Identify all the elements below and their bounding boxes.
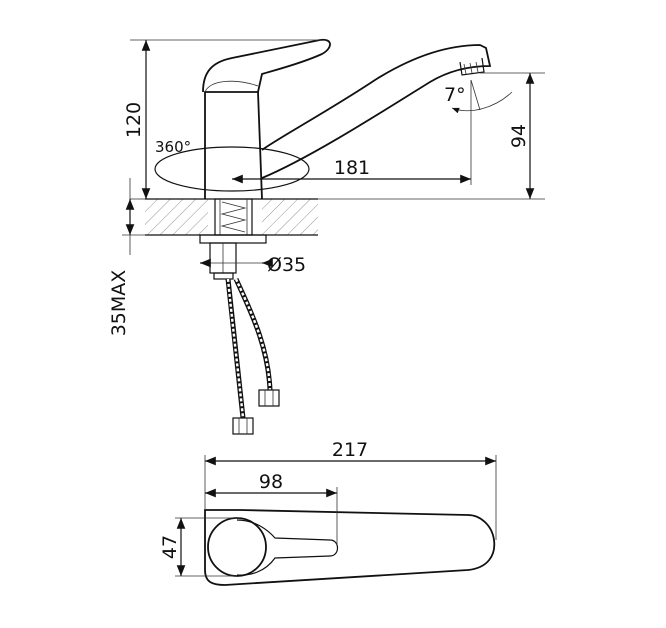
flexible-hoses (225, 277, 280, 435)
label-max-thickness: 35MAX (108, 270, 130, 337)
countertop (145, 198, 318, 236)
dim-max-thickness: 35MAX (108, 178, 145, 336)
dim-overall-length: 217 (204, 439, 497, 540)
faucet-body (202, 38, 492, 200)
label-overall-length: 217 (332, 439, 368, 461)
label-spout-reach: 181 (334, 157, 370, 179)
dim-height-total: 120 (123, 39, 322, 200)
dim-hole-diameter: Ø35 (200, 254, 306, 276)
label-spout-tilt: 7° (444, 84, 466, 106)
mounting-assembly (199, 198, 267, 280)
dim-body-width: 47 (159, 517, 240, 577)
dim-handle-length: 98 (205, 471, 338, 545)
label-hole-diameter: Ø35 (267, 254, 306, 276)
swivel-ellipse (154, 146, 310, 192)
label-handle-length: 98 (259, 471, 283, 493)
label-body-width: 47 (159, 535, 181, 559)
label-swivel-angle: 360° (155, 138, 191, 156)
dim-spout-tilt: 7° (444, 79, 513, 114)
dim-spout-reach: 181 (232, 80, 472, 185)
top-view: 217 98 47 (159, 439, 497, 586)
label-spout-height: 94 (508, 124, 530, 148)
dim-spout-height: 94 (318, 72, 545, 200)
side-view: 120 360° 181 7° 94 Ø35 (108, 38, 545, 435)
top-view-outline (204, 509, 496, 586)
label-height-total: 120 (123, 102, 145, 138)
